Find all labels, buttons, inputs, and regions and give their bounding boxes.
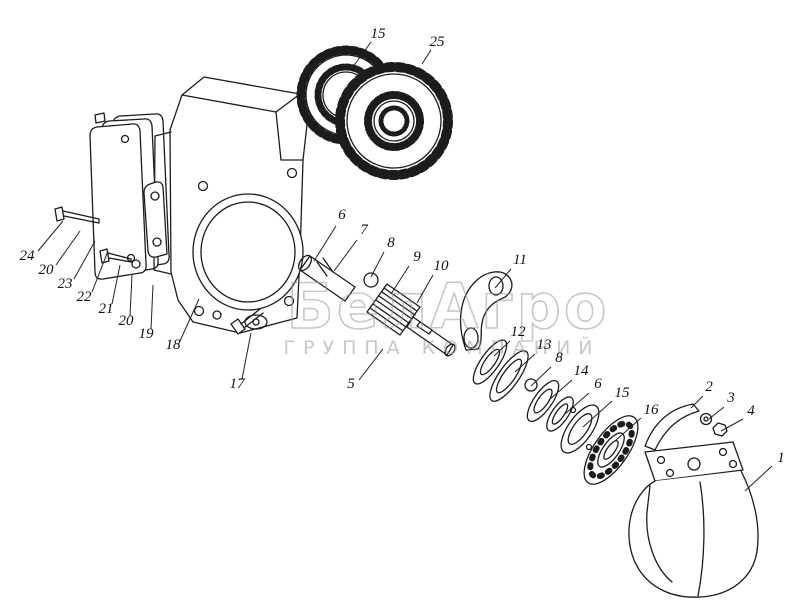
callout-label-15: 15 xyxy=(615,385,631,401)
callout-label-19: 19 xyxy=(139,326,155,342)
callout-label-14: 14 xyxy=(574,363,590,379)
callout-label-17: 17 xyxy=(230,376,247,392)
callout-label-6: 6 xyxy=(338,207,346,223)
callout-label-20: 20 xyxy=(119,313,135,329)
lower-housing-drawing xyxy=(628,441,759,598)
callout-leader-line xyxy=(73,240,96,280)
callout-label-11: 11 xyxy=(513,252,527,268)
callout-leader-line xyxy=(351,41,372,69)
watermark-brand-text: БелАгро xyxy=(286,270,609,343)
callout-label-15: 15 xyxy=(371,26,387,42)
callout-label-2: 2 xyxy=(705,379,713,395)
spur-gear-drawing xyxy=(335,62,453,180)
callout-label-8: 8 xyxy=(387,235,395,251)
callout-label-24: 24 xyxy=(20,248,36,264)
callout-leader-line xyxy=(91,250,109,293)
callout-label-13: 13 xyxy=(537,337,552,353)
ball-drawing xyxy=(363,272,379,288)
callout-label-5: 5 xyxy=(347,376,355,392)
callout-leader-line xyxy=(241,332,252,380)
callout-label-8: 8 xyxy=(555,350,563,366)
callout-leader-line xyxy=(744,465,773,492)
callout-label-10: 10 xyxy=(434,258,450,274)
callout-leader-line xyxy=(37,220,64,252)
shaft-10-drawing xyxy=(406,316,456,357)
bolt-17-drawing xyxy=(230,308,264,335)
callout-leader-line xyxy=(708,406,725,420)
callout-label-1: 1 xyxy=(777,450,785,466)
callout-leader-line xyxy=(313,225,337,262)
callout-leader-line xyxy=(390,265,410,295)
callout-label-21: 21 xyxy=(99,301,114,317)
callout-leader-line xyxy=(493,340,511,357)
callout-leader-line xyxy=(333,239,358,272)
callout-label-9: 9 xyxy=(413,249,421,265)
callout-leader-line xyxy=(370,251,385,278)
callout-label-4: 4 xyxy=(747,403,755,419)
callout-leader-line xyxy=(494,268,512,289)
callout-leader-line xyxy=(582,400,613,428)
callout-label-16: 16 xyxy=(644,402,660,418)
callout-leader-line xyxy=(129,274,133,317)
callout-leader-line xyxy=(55,230,81,266)
callout-label-22: 22 xyxy=(77,289,93,305)
callout-leader-line xyxy=(548,379,573,401)
callout-label-12: 12 xyxy=(511,324,527,340)
callout-leader-line xyxy=(421,49,432,65)
housing-drawing xyxy=(143,76,308,334)
bolts-drawing xyxy=(54,206,141,269)
callout-label-25: 25 xyxy=(430,34,446,50)
callout-leader-line xyxy=(514,353,536,373)
callout-label-7: 7 xyxy=(360,222,369,238)
callout-leader-line xyxy=(358,348,384,381)
input-shaft-drawing xyxy=(297,254,356,302)
splined-hub-drawing xyxy=(366,283,421,336)
callout-label-18: 18 xyxy=(166,337,182,353)
callout-label-3: 3 xyxy=(726,390,735,406)
fork-drawing xyxy=(459,271,513,351)
callout-leader-line xyxy=(530,366,552,387)
callout-leader-line xyxy=(111,264,121,305)
callout-leader-line xyxy=(150,284,154,330)
callout-leader-line xyxy=(179,298,200,342)
callout-leader-line xyxy=(720,418,744,432)
watermark-subtitle-text: ГРУППА КОМПАНИЙ xyxy=(283,336,600,359)
callout-leader-line xyxy=(614,417,642,442)
callout-label-20: 20 xyxy=(39,262,55,278)
discs-drawing xyxy=(472,339,600,454)
callout-leader-line xyxy=(416,274,434,304)
callout-leader-line xyxy=(690,395,704,409)
callout-label-23: 23 xyxy=(58,276,73,292)
callout-leader-line xyxy=(564,392,590,415)
watermark: БелАгро ГРУППА КОМПАНИЙ xyxy=(283,269,609,359)
callout-label-6: 6 xyxy=(594,376,602,392)
lever-drawing xyxy=(644,403,728,451)
